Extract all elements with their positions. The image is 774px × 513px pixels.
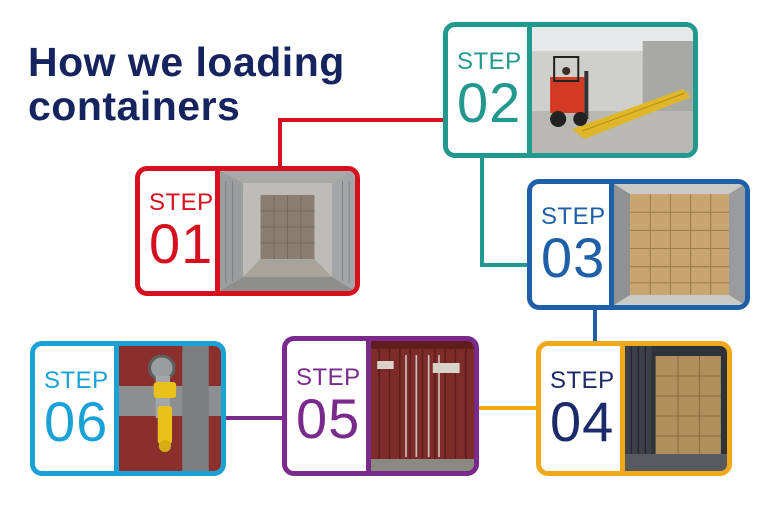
step-06-photo	[119, 346, 221, 471]
step-05-photo	[371, 341, 474, 471]
step-06-label: STEP 06	[35, 346, 119, 471]
step-06-card: STEP 06	[30, 341, 226, 476]
step-02-label: STEP 02	[448, 27, 532, 153]
title-line-2: containers	[28, 83, 241, 129]
step-04-label: STEP 04	[541, 346, 625, 471]
step-04-word: STEP	[550, 366, 615, 394]
step-01-photo	[220, 171, 355, 291]
page-title: How we loading containers	[28, 40, 345, 128]
step-03-photo	[614, 184, 745, 305]
step-02-number: 02	[457, 71, 522, 134]
step-02-photo	[532, 27, 693, 153]
connector-01-02	[278, 118, 443, 166]
step-05-word: STEP	[296, 364, 361, 391]
step-03-card: STEP 03	[527, 179, 750, 310]
step-06-word: STEP	[44, 366, 109, 394]
step-01-word: STEP	[149, 189, 214, 216]
step-01-number: 01	[149, 212, 214, 275]
step-03-number: 03	[541, 225, 606, 289]
step-02-word: STEP	[457, 48, 522, 75]
title-line-1: How we loading	[28, 39, 345, 85]
step-04-number: 04	[550, 389, 615, 453]
step-04-card: STEP 04	[536, 341, 732, 476]
step-04-photo	[625, 346, 727, 471]
step-03-word: STEP	[541, 202, 606, 230]
step-05-label: STEP 05	[287, 341, 371, 471]
connector-02-03	[480, 158, 527, 267]
step-01-card: STEP 01	[135, 166, 360, 296]
step-02-card: STEP 02	[443, 22, 698, 158]
step-06-number: 06	[44, 389, 109, 453]
step-03-label: STEP 03	[532, 184, 614, 305]
step-05-card: STEP 05	[282, 336, 479, 476]
step-05-number: 05	[296, 387, 361, 450]
step-01-label: STEP 01	[140, 171, 220, 291]
